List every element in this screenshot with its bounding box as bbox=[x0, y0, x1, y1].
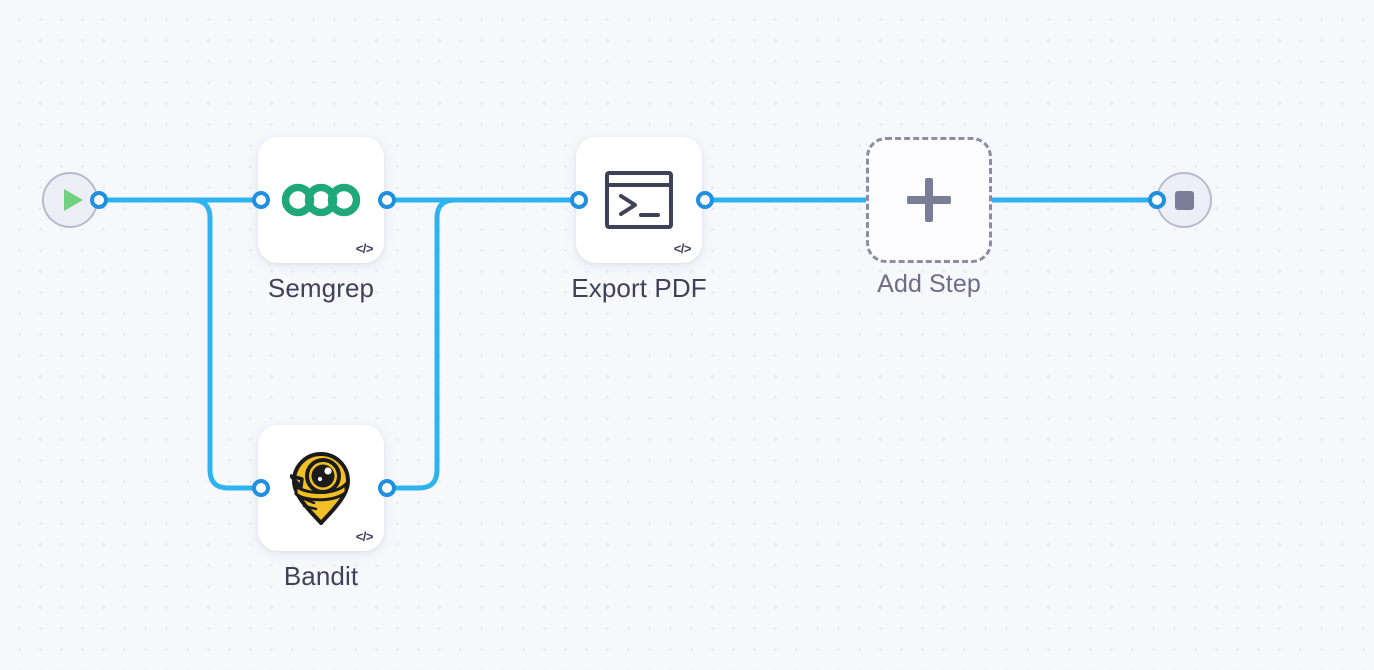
plus-icon bbox=[907, 178, 951, 222]
stop-icon bbox=[1174, 190, 1194, 210]
bandit-card[interactable]: </> bbox=[258, 425, 384, 551]
bandit-output-port[interactable] bbox=[378, 479, 396, 497]
terminal-icon bbox=[605, 171, 673, 229]
semgrep-input-port[interactable] bbox=[252, 191, 270, 209]
edge-bandit-to-export bbox=[384, 197, 582, 491]
bandit-logo-icon bbox=[290, 452, 350, 525]
step-label-semgrep: Semgrep bbox=[267, 273, 375, 303]
export-pdf-output-port[interactable] bbox=[696, 191, 714, 209]
export-pdf-card[interactable]: </> bbox=[576, 137, 702, 263]
step-add-step[interactable]: Add Step bbox=[866, 137, 992, 298]
semgrep-logo-icon bbox=[282, 183, 360, 217]
code-badge: </> bbox=[673, 241, 692, 256]
edge-start-to-bandit bbox=[96, 197, 264, 491]
end-input-port[interactable] bbox=[1148, 191, 1166, 209]
step-export-pdf[interactable]: </> Export PDF bbox=[571, 137, 707, 303]
play-icon bbox=[63, 189, 83, 211]
export-pdf-input-port[interactable] bbox=[570, 191, 588, 209]
start-node[interactable] bbox=[42, 172, 98, 228]
code-badge: </> bbox=[355, 241, 374, 256]
step-semgrep[interactable]: </> Semgrep bbox=[258, 137, 384, 303]
semgrep-card[interactable]: </> bbox=[258, 137, 384, 263]
add-step-card[interactable] bbox=[866, 137, 992, 263]
semgrep-output-port[interactable] bbox=[378, 191, 396, 209]
step-bandit[interactable]: </> Bandit bbox=[258, 425, 384, 591]
start-output-port[interactable] bbox=[90, 191, 108, 209]
step-label-add-step: Add Step bbox=[877, 270, 981, 298]
step-label-export-pdf: Export PDF bbox=[571, 273, 707, 303]
bandit-input-port[interactable] bbox=[252, 479, 270, 497]
step-label-bandit: Bandit bbox=[283, 561, 359, 591]
code-badge: </> bbox=[355, 529, 374, 544]
